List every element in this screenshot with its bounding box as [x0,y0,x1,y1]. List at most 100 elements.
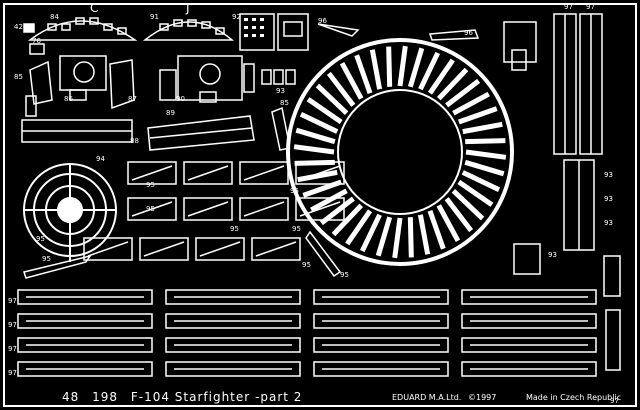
strap-part [195,237,245,261]
part-number-97-d: 97 [8,321,17,329]
strap-part [239,197,289,221]
fan-blade [293,144,335,155]
part-number-93-b: 93 [604,171,613,179]
fan-blade [457,179,494,207]
part-number-95-i: 95 [340,271,349,279]
fan-blade [452,91,490,116]
part-number-91: 91 [150,13,159,21]
strip-part [461,361,597,377]
part-number-97-f: 97 [8,369,17,377]
round-part-94 [23,163,117,262]
part-number-87: 87 [128,95,137,103]
strip-part [17,337,153,353]
panel-letter-j: J [186,1,190,15]
fan-blade [392,217,403,259]
part-number-86: 86 [64,95,73,103]
strip-parts-96 [317,23,480,41]
fan-blade [339,62,364,100]
strip-part [165,361,301,377]
strip-part [461,337,597,353]
fret-title: 48 198 F-104 Starfighter -part 2 [62,390,310,404]
instrument-panel-90 [159,55,255,103]
strip-part [461,313,597,329]
fan-blade [306,97,343,125]
part-number-97-b: 97 [586,3,595,11]
part-number-95-g: 95 [42,255,51,263]
small-parts-93 [261,69,296,151]
fan-blade [461,170,501,193]
turbine-fan-disc [286,38,514,266]
fan-blade [427,58,455,95]
part-number-97-a: 97 [564,3,573,11]
strip-part [313,337,449,353]
strap-part [183,197,233,221]
strip-part [17,313,153,329]
part-number-76: 76 [32,37,41,45]
part-number-93-e: 93 [548,251,557,259]
strap-part [127,197,177,221]
fan-blade [444,197,474,233]
origin-label: Made in Czech Republic [526,393,622,402]
part-number-90: 90 [176,95,185,103]
fan-blade [451,188,485,221]
instrument-panel-c [27,17,138,41]
part-number-88: 88 [130,137,139,145]
strap-part [139,237,189,261]
fan-blade [407,47,425,88]
copyright-label: ©1997 [468,393,497,402]
fan-blade [464,159,505,177]
fan-blade [427,209,446,250]
fan-blade [359,213,382,253]
diagonal-parts [23,230,342,279]
fan-blade [319,196,355,226]
part-number-96-b: 96 [464,29,473,37]
part-number-95-f: 95 [36,235,45,243]
part-number-97-e: 97 [8,345,17,353]
strip-part [17,361,153,377]
strap-parts-95 [83,161,345,261]
strip-part [313,313,449,329]
part-number-95-c: 95 [146,205,155,213]
fret-frame [3,3,637,407]
strip-part [17,289,153,305]
fan-blade [310,188,348,213]
kit-name: F-104 Starfighter -part 2 [130,390,303,404]
strip-part [461,289,597,305]
fan-blade [295,127,336,145]
fan-blade [465,138,506,145]
strap-part [127,161,177,185]
right-small-parts-93 [513,159,621,371]
fan-blade [345,209,373,246]
side-console-89 [147,115,255,151]
fan-blade [375,216,393,257]
side-console-88 [21,119,133,143]
set-number: 48 [62,390,80,404]
fan-blade [369,49,383,90]
strip-part [165,313,301,329]
part-number-84: 84 [50,13,59,21]
fan-blade [354,54,373,95]
console-panel-92 [239,13,309,51]
fan-blade [315,83,349,116]
part-number-92: 92 [232,13,241,21]
maker-label: EDUARD M.A.Ltd. [392,393,462,402]
strap-part [239,161,289,185]
part-number-42: 42 [14,23,23,31]
part-number-95-a: 95 [146,181,155,189]
strap-part [295,161,345,185]
part-number-97-c: 97 [8,297,17,305]
right-column-parts-97 [503,13,603,155]
strip-part [313,361,449,377]
strap-part [183,161,233,185]
part-number-93-d: 93 [604,219,613,227]
part-number-95-h: 95 [302,261,311,269]
fan-blade [326,71,356,107]
part-number-94: 94 [96,155,105,163]
fan-blade [462,121,503,135]
strap-part [295,197,345,221]
part-number-97-g: 97 [610,397,619,405]
part-number-89: 89 [166,109,175,117]
part-number-85-a: 85 [14,73,23,81]
